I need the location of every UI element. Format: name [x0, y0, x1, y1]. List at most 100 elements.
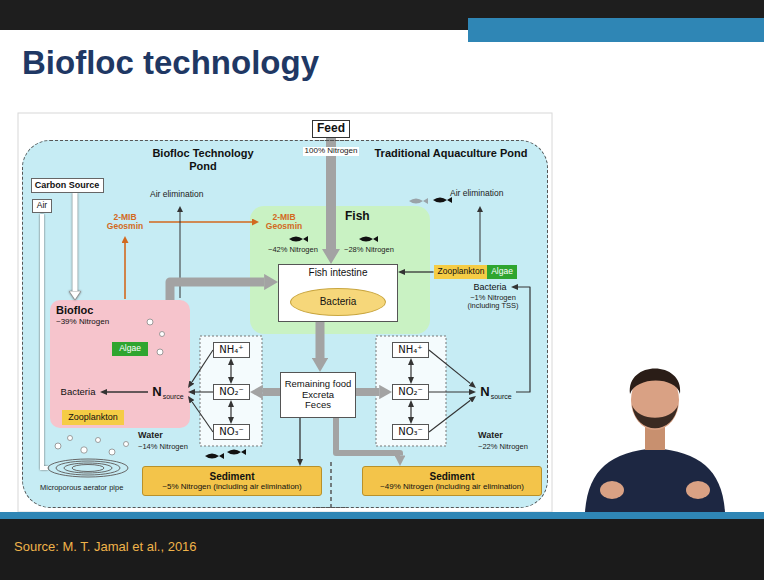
feed-box: Feed [312, 120, 350, 138]
bottom-accent [0, 512, 764, 519]
diagram-frame [18, 113, 552, 512]
presenter-video [585, 369, 725, 513]
fish-region-fill [250, 206, 430, 334]
odor-arrow [124, 243, 126, 299]
compound-box: NO₂⁻ [392, 384, 429, 400]
sediment-label: Sediment [380, 471, 524, 483]
organism-label: Zooplankton [438, 267, 485, 277]
input-box: Air [32, 199, 52, 213]
biofloc-region: Biofloc~39% NitrogenAlgaeBacteriaZooplan… [50, 300, 190, 428]
flow-arrow [429, 400, 470, 432]
input-box: Carbon Source [31, 178, 104, 193]
sediment-box: Sediment~5% Nitrogen (including air elim… [142, 466, 322, 496]
sediment-box: Sediment~49% Nitrogen (including air eli… [362, 466, 542, 496]
fish-icon [289, 236, 308, 242]
compound-label: NH₄⁺ [398, 344, 422, 356]
pond-divider [330, 462, 332, 508]
flow-arrow [429, 350, 471, 384]
organism-label: Zooplankton [68, 412, 118, 422]
annotation-label: ~28% Nitrogen [344, 246, 394, 254]
waste-label: Excreta [285, 390, 352, 401]
aerator-pipe [48, 459, 128, 477]
flow-arrow [192, 350, 213, 382]
organism-label: Algae [491, 267, 513, 277]
region-label: Fish [345, 210, 370, 224]
input-label: Air [37, 201, 47, 211]
fish-icon [409, 198, 428, 204]
fish-icon [205, 453, 224, 459]
flow-arrow [195, 391, 213, 392]
fish-icon [433, 197, 452, 203]
sediment-label: Sediment [162, 471, 301, 483]
air-line [42, 214, 48, 468]
compound-box: NH₄⁺ [213, 342, 250, 358]
pond-region: Traditional Aquaculture PondZooplankton A… [316, 140, 548, 508]
pond-title: Traditional Aquaculture Pond [371, 147, 531, 160]
flow-arrow [316, 322, 325, 358]
flow-arrow [230, 365, 231, 377]
feed-label: Feed [317, 122, 345, 136]
algae-box: Algae [112, 342, 148, 356]
compound-label: NH₄⁺ [219, 344, 243, 356]
annotation-label: ~1% Nitrogen (including TSS) [460, 294, 526, 311]
flow-arrow [336, 418, 400, 455]
compound-box: NO₃⁻ [392, 424, 429, 440]
flow-arrow [170, 282, 264, 300]
annotation-label: ~14% Nitrogen [138, 443, 188, 451]
annotation-label: Water [138, 431, 163, 441]
flow-arrow [73, 193, 78, 291]
flow-arrow [107, 391, 148, 393]
pond-title: Biofloc Technology Pond [138, 147, 268, 172]
annotation-label: Microporous aerator pipe [40, 484, 123, 492]
sediment-label: ~5% Nitrogen (including air elimination) [162, 482, 301, 491]
annotation-label: ~42% Nitrogen [268, 246, 318, 254]
annotation-label: 2-MIB Geosmin [262, 213, 306, 232]
flow-arrow [263, 388, 280, 396]
compound-box: NH₄⁺ [392, 342, 429, 358]
flow-arrow [356, 388, 379, 396]
odor-arrow [149, 221, 252, 223]
flow-arrow [230, 407, 231, 417]
annotation-label: Water [478, 431, 503, 441]
compound-label: NO₃⁻ [219, 426, 244, 438]
sediment-label: ~49% Nitrogen (including air elimination… [380, 482, 524, 491]
organism-label: Bacteria [61, 387, 96, 398]
annotation-label: Air elimination [150, 190, 203, 199]
waste-label: Remaining food [285, 379, 352, 390]
flow-arrow [192, 402, 213, 432]
flow-arrow [429, 391, 469, 392]
nitrogen-source: Nsource [148, 383, 188, 402]
top-accent [468, 18, 764, 42]
input-label: Carbon Source [35, 180, 100, 190]
annotation-label: Air elimination [450, 189, 503, 198]
organism-label: Bacteria [56, 385, 100, 400]
fish-icon [227, 449, 246, 455]
flow-arrow [410, 365, 411, 377]
nitrogen-label: N [152, 385, 161, 400]
waste-box: Remaining foodExcretaFeces [280, 372, 356, 418]
annotation-label: ~22% Nitrogen [478, 443, 528, 451]
nitrogen-label: source [163, 393, 184, 401]
flow-arrow [299, 418, 300, 459]
bottom-bar [0, 519, 764, 580]
organism-label: Bacteria [473, 282, 506, 292]
waste-label: Feces [285, 400, 352, 411]
compound-panel [200, 336, 262, 446]
organism-label: Algae [119, 344, 141, 354]
organism-label: Bacteria [469, 280, 511, 295]
compound-box: NO₂⁻ [213, 384, 250, 400]
slide-title: Biofloc technology [22, 44, 319, 82]
annotation-label: 100% Nitrogen [303, 147, 360, 156]
flow-arrow [410, 407, 411, 417]
air-bubbles [55, 319, 165, 455]
compound-panel [376, 336, 446, 446]
organism-label: Bacteria [320, 296, 357, 308]
fish-icon [359, 236, 378, 242]
intestine-label: Fish intestine [309, 267, 368, 279]
intestine-box: Fish intestineBacteria [278, 264, 398, 322]
zooplankton-box: Zooplankton [62, 410, 124, 425]
nitrogen-label: N [480, 385, 489, 400]
compound-label: NO₂⁻ [219, 386, 244, 398]
region-label: Biofloc [56, 304, 109, 317]
compound-label: NO₃⁻ [398, 426, 423, 438]
